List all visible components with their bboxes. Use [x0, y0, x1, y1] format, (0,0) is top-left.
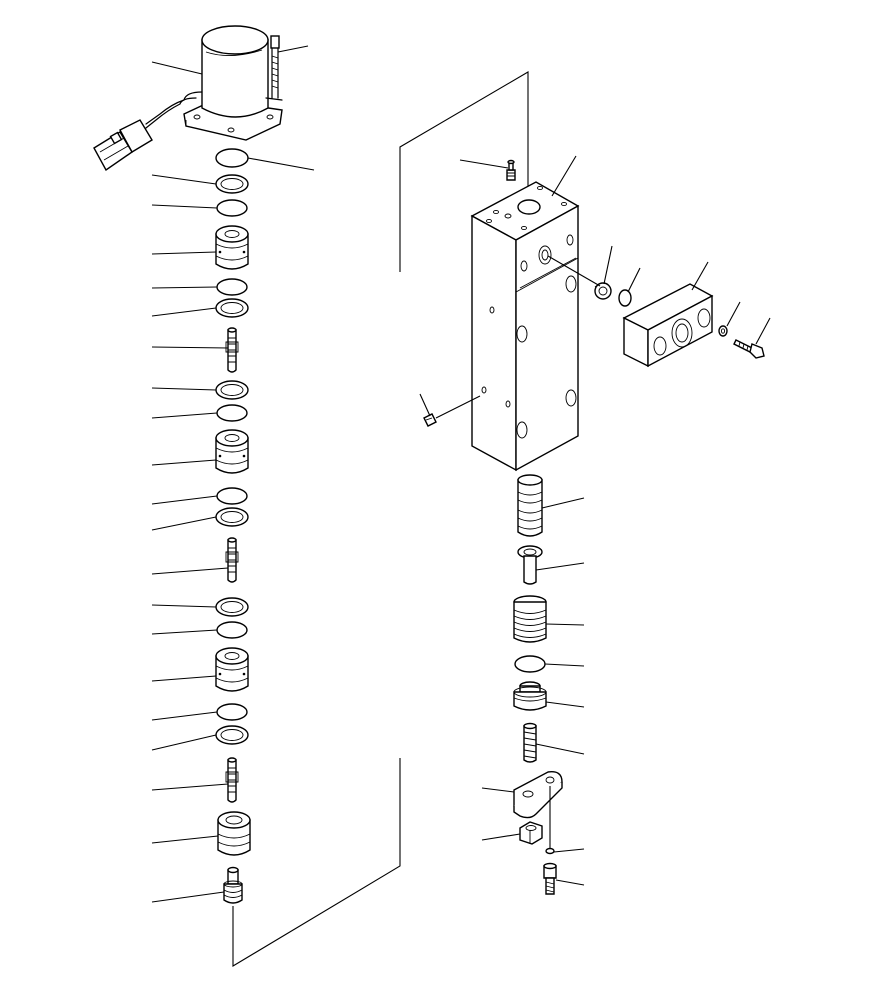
spring — [513, 595, 547, 643]
backup-ring — [215, 298, 249, 318]
spool — [225, 757, 239, 803]
o-ring — [216, 199, 248, 217]
washer — [545, 847, 555, 855]
cover — [622, 283, 714, 368]
backup-ring — [215, 507, 249, 527]
plug-fitting-axis-line — [435, 395, 481, 419]
bracket — [513, 771, 563, 819]
screw — [523, 722, 537, 763]
backup-ring — [215, 380, 249, 400]
o-ring — [216, 621, 248, 639]
right-leader-lines — [419, 155, 771, 886]
spool — [225, 327, 239, 373]
backup-ring — [215, 597, 249, 617]
washer — [718, 325, 728, 337]
plug — [223, 866, 243, 904]
retainer — [517, 545, 543, 585]
plug-fitting — [506, 159, 516, 181]
o-ring — [216, 487, 248, 505]
plug — [594, 282, 612, 300]
sleeve — [215, 429, 249, 474]
o-ring — [514, 655, 546, 673]
left-leader-lines — [151, 45, 315, 903]
assembly-connector-line — [232, 71, 529, 967]
bolt — [733, 339, 765, 359]
o-ring — [216, 404, 248, 422]
o-ring — [216, 703, 248, 721]
o-ring — [215, 148, 249, 168]
nut — [519, 821, 543, 845]
o-ring — [216, 278, 248, 296]
sleeve — [215, 647, 249, 692]
o-ring — [618, 289, 632, 307]
plug-axis-line — [547, 255, 601, 287]
bolt — [543, 862, 557, 895]
plug — [513, 681, 547, 711]
spool — [517, 474, 543, 537]
sleeve — [217, 811, 251, 856]
spool — [225, 537, 239, 583]
backup-ring — [215, 725, 249, 745]
valve-body — [470, 181, 580, 472]
sleeve — [215, 225, 249, 270]
solenoid-valve-assembly — [93, 25, 283, 172]
backup-ring — [215, 174, 249, 194]
